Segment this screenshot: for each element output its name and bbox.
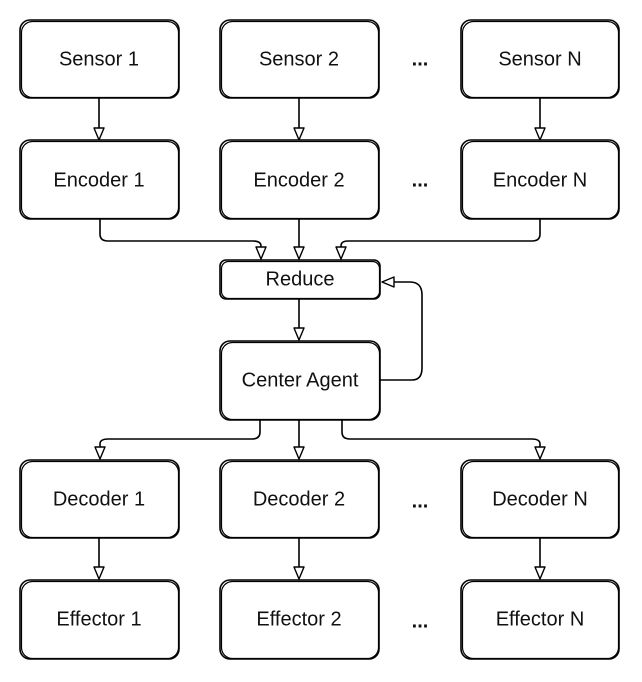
decoder-n-label: Decoder N xyxy=(492,488,588,510)
arrowhead-down-icon xyxy=(534,446,546,460)
decoder-1-node: Decoder 1 xyxy=(19,459,180,539)
arrowhead-down-icon xyxy=(293,566,305,580)
edge-center-decoder1 xyxy=(99,420,261,452)
sensor-2-node: Sensor 2 xyxy=(219,19,380,99)
decoder-1-label: Decoder 1 xyxy=(53,488,145,510)
arrowhead-down-icon xyxy=(534,127,546,141)
arrowheads xyxy=(93,127,546,580)
sensor-1-label: Sensor 1 xyxy=(59,48,139,70)
sensor-n-label: Sensor N xyxy=(498,48,581,70)
encoder-ellipsis: ... xyxy=(412,169,429,191)
sensor-1-node: Sensor 1 xyxy=(19,19,180,99)
encoder-1-node: Encoder 1 xyxy=(19,139,180,220)
effector-1-node: Effector 1 xyxy=(19,579,180,660)
encoder-2-node: Encoder 2 xyxy=(219,139,380,220)
arrowhead-down-icon xyxy=(293,127,305,141)
reduce-label: Reduce xyxy=(266,268,335,290)
encoder-n-label: Encoder N xyxy=(493,169,588,191)
sensor-ellipsis: ... xyxy=(412,48,429,70)
sensor-2-label: Sensor 2 xyxy=(259,48,339,70)
effector-2-node: Effector 2 xyxy=(219,579,380,660)
effector-2-label: Effector 2 xyxy=(256,608,341,630)
arrowhead-down-icon xyxy=(335,246,347,260)
arrowhead-down-icon xyxy=(293,446,305,460)
encoder-1-label: Encoder 1 xyxy=(53,169,144,191)
arrowhead-down-icon xyxy=(293,327,305,341)
arrowhead-down-icon xyxy=(255,246,267,260)
arrowhead-down-icon xyxy=(93,127,105,141)
encoder-n-node: Encoder N xyxy=(460,139,620,220)
center-agent-node: Center Agent xyxy=(219,340,381,421)
effector-n-node: Effector N xyxy=(460,579,620,660)
arrowhead-down-icon xyxy=(94,446,106,460)
edge-center-reduce-loop xyxy=(380,281,423,381)
arrowhead-down-icon xyxy=(93,566,105,580)
encoder-2-label: Encoder 2 xyxy=(253,169,344,191)
edge-encoderN-reduce xyxy=(340,219,541,252)
reduce-node: Reduce xyxy=(219,259,381,300)
center-agent-label: Center Agent xyxy=(242,369,359,391)
decoder-2-node: Decoder 2 xyxy=(219,459,380,539)
decoder-ellipsis: ... xyxy=(412,490,429,512)
edge-center-decoderN xyxy=(341,420,541,452)
arrowhead-down-icon xyxy=(293,246,305,260)
arrowhead-down-icon xyxy=(534,566,546,580)
decoder-n-node: Decoder N xyxy=(460,459,620,539)
decoder-2-label: Decoder 2 xyxy=(253,488,345,510)
edge-encoder1-reduce xyxy=(99,219,262,252)
sensor-n-node: Sensor N xyxy=(460,19,620,99)
effector-n-label: Effector N xyxy=(496,608,585,630)
arrowhead-left-icon xyxy=(381,276,395,288)
effector-1-label: Effector 1 xyxy=(56,608,141,630)
effector-ellipsis: ... xyxy=(412,610,429,632)
